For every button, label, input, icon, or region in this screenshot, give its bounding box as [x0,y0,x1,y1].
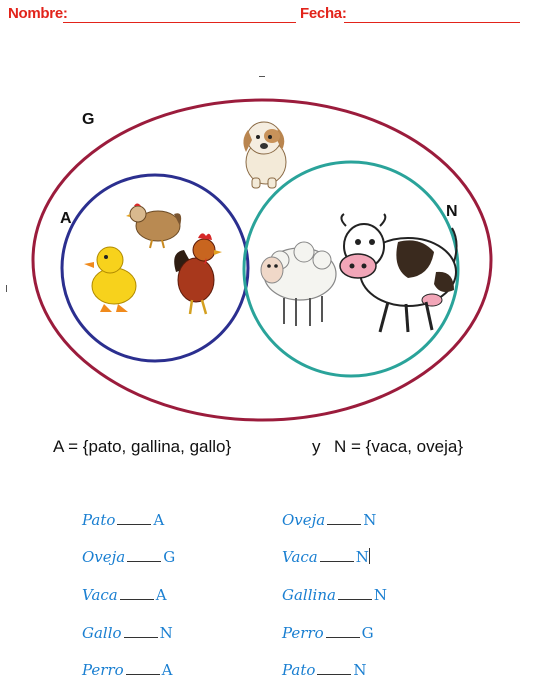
exercise-word: Perro [282,624,324,642]
hen-icon [126,203,182,249]
exercise-row: Oveja G [82,548,175,566]
rooster-icon [174,233,222,315]
exercise-answer[interactable]: A [153,511,165,529]
date-label: Fecha: [300,5,347,22]
answer-blank[interactable] [117,512,152,525]
set-n-definition: N = {vaca, oveja} [334,437,464,456]
exercise-word: Pato [282,661,316,679]
exercise-word: Gallo [82,624,122,642]
answer-blank[interactable] [125,662,160,675]
cow-icon [339,213,458,333]
text-cursor [368,548,370,564]
set-a-circle [60,173,250,363]
exercise-word: Vaca [282,548,318,566]
connector-text: y [312,437,321,456]
answer-blank[interactable] [325,625,360,638]
name-line[interactable] [63,22,296,23]
name-label: Nombre: [8,5,68,22]
exercise-row: Perro G [282,624,374,642]
set-n-circle [242,160,460,378]
exercise-word: Perro [82,661,124,679]
exercise-answer[interactable]: N [363,511,377,529]
exercise-word: Oveja [82,548,126,566]
exercise-row: Gallo N [82,624,173,642]
exercise-word: Oveja [282,511,326,529]
answer-blank[interactable] [319,549,354,562]
exercise-answer[interactable]: N [373,586,388,604]
answer-blank[interactable] [337,587,372,600]
exercise-row: Perro A [82,661,173,679]
stray-mark [259,76,265,77]
exercise-row: Gallina N [282,586,387,604]
venn-diagram [31,98,493,422]
universe-label: G [82,111,95,128]
exercise-word: Gallina [282,586,336,604]
answer-blank[interactable] [317,662,352,675]
exercise-row: Vaca N [282,548,370,566]
exercise-row: Oveja N [282,511,376,529]
answer-blank[interactable] [127,549,162,562]
dog-icon [243,121,287,189]
exercise-word: Vaca [82,586,118,604]
exercise-answer[interactable]: G [361,624,374,642]
date-line[interactable] [344,22,520,23]
stray-mark [6,285,7,292]
exercise-answer[interactable]: N [353,661,367,679]
answer-blank[interactable] [119,587,154,600]
exercise-answer[interactable]: N [355,548,369,566]
worksheet-header: Nombre: Fecha: [8,5,528,27]
exercise-answer[interactable]: A [155,586,167,604]
exercise-row: Pato N [282,661,367,679]
duck-icon [84,246,137,312]
exercise-answer[interactable]: N [159,624,173,642]
set-a-label: A [60,210,72,227]
exercise-answer[interactable]: G [163,548,176,566]
set-n-label: N [446,203,458,220]
answer-blank[interactable] [327,512,362,525]
exercise-answer[interactable]: A [161,661,173,679]
answer-blank[interactable] [123,625,158,638]
universe-ellipse [31,98,493,422]
exercise-row: Vaca A [82,586,167,604]
set-a-definition: A = {pato, gallina, gallo} [53,437,232,456]
sheep-icon [260,241,337,326]
exercise-row: Pato A [82,511,164,529]
exercise-word: Pato [82,511,116,529]
